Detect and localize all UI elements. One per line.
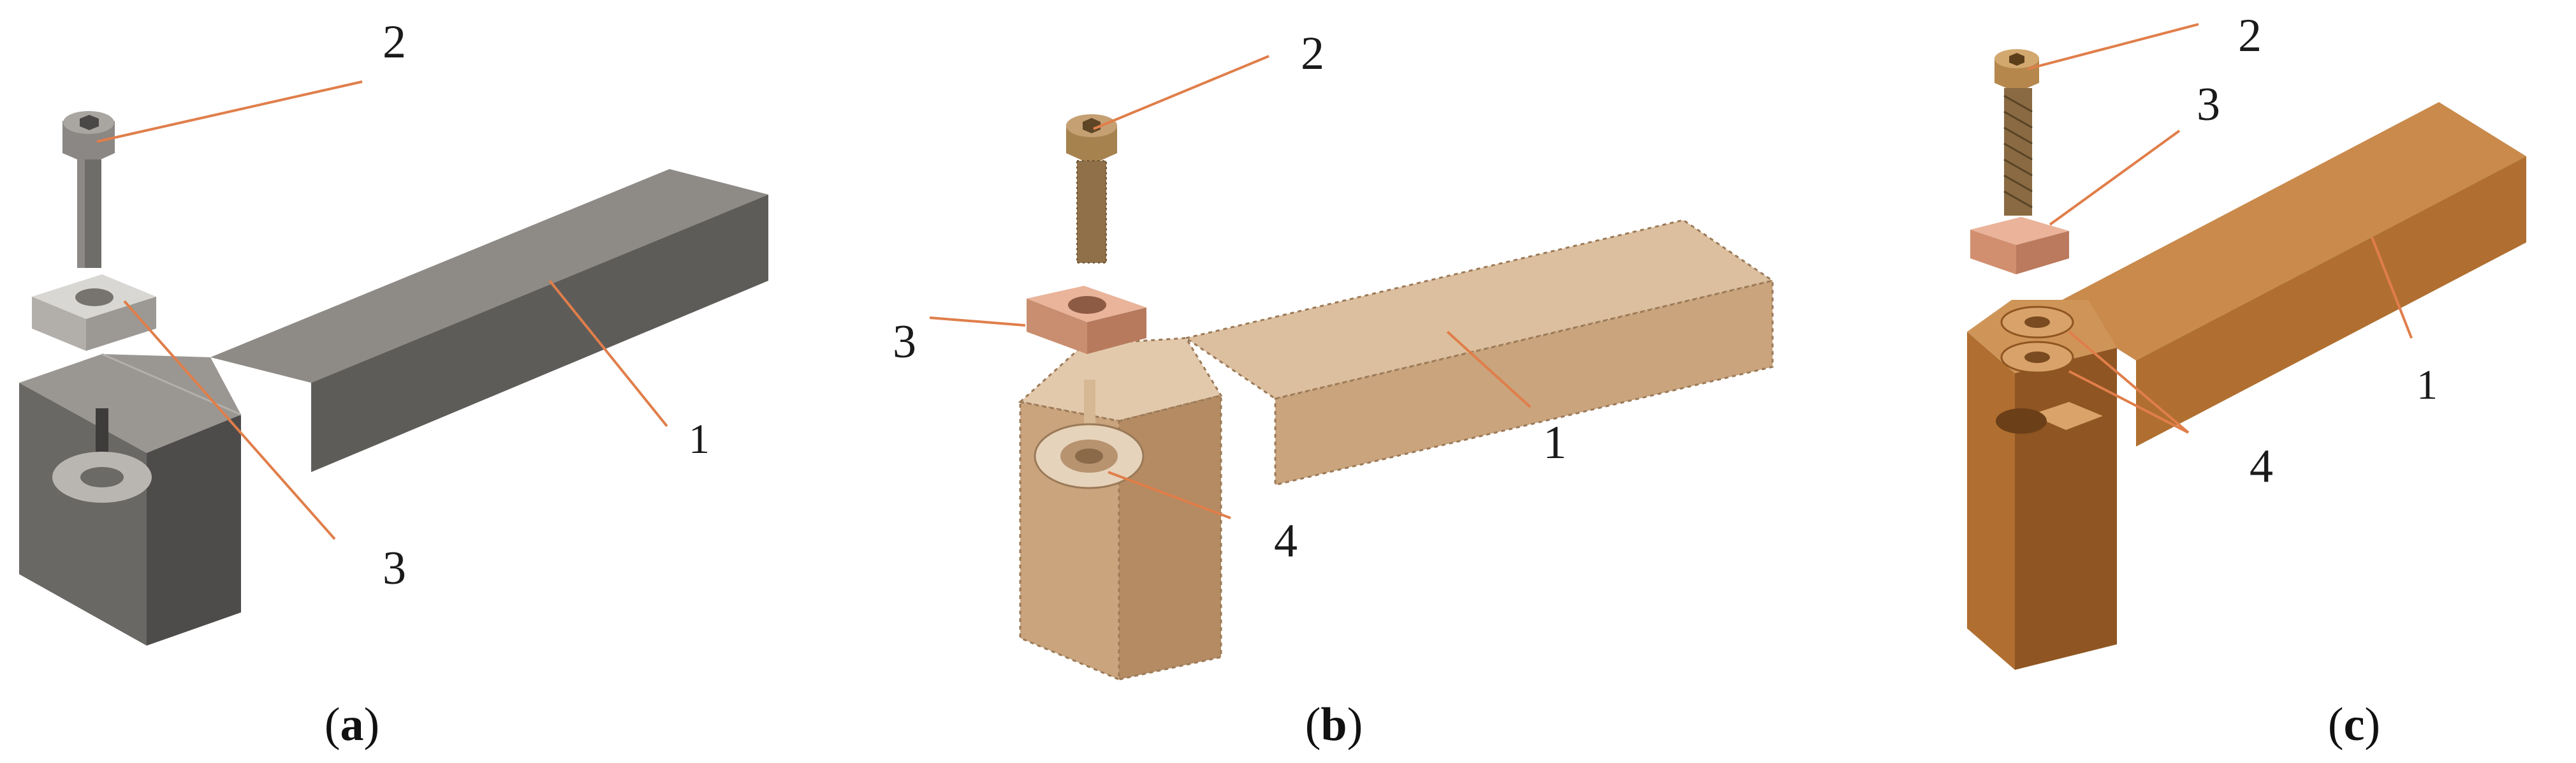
- label-b-4: 4: [1274, 515, 1298, 567]
- leaders-a: [96, 80, 668, 540]
- caption-a: (a): [325, 699, 379, 751]
- tool-shank-c: [1967, 102, 2526, 670]
- label-c-1: 1: [2417, 362, 2438, 408]
- caption-c-open: (: [2328, 699, 2344, 751]
- label-c-2: 2: [2238, 10, 2262, 62]
- label-c-3: 3: [2197, 78, 2220, 131]
- panel-a: 2 1 3 (a): [19, 16, 768, 751]
- label-a-2: 2: [383, 16, 406, 68]
- tool-shank-b: [1018, 219, 1775, 681]
- shims-c: [2000, 306, 2074, 374]
- label-a-1: 1: [689, 416, 710, 463]
- caption-b: (b): [1305, 699, 1363, 751]
- caption-c-letter: c: [2344, 699, 2365, 751]
- clamp-insert-c: [1970, 217, 2069, 274]
- caption-a-close: ): [364, 699, 380, 751]
- leaders-b: [929, 55, 1532, 519]
- screw-b: [1066, 114, 1117, 263]
- caption-c-close: ): [2364, 699, 2380, 751]
- label-b-3: 3: [893, 316, 916, 368]
- leaders-c: [2027, 23, 2413, 434]
- label-c-4: 4: [2250, 440, 2273, 493]
- caption-a-open: (: [325, 699, 340, 751]
- tool-shank-a: [19, 169, 768, 646]
- caption-b-open: (: [1305, 699, 1321, 751]
- label-a-3: 3: [383, 542, 406, 595]
- label-b-2: 2: [1301, 27, 1324, 80]
- clamp-insert-b: [1027, 286, 1146, 354]
- label-b-1: 1: [1543, 417, 1567, 469]
- screw-a: [62, 111, 115, 268]
- screw-c: [1994, 49, 2039, 216]
- clamp-insert-a: [32, 274, 156, 351]
- caption-a-letter: a: [340, 699, 364, 751]
- panel-c: 2 3 1 4 (c): [1967, 10, 2526, 751]
- panel-b: 2 3 1 4 (b): [893, 27, 1775, 751]
- caption-c: (c): [2328, 699, 2380, 751]
- caption-b-letter: b: [1321, 699, 1347, 751]
- caption-b-close: ): [1347, 699, 1363, 751]
